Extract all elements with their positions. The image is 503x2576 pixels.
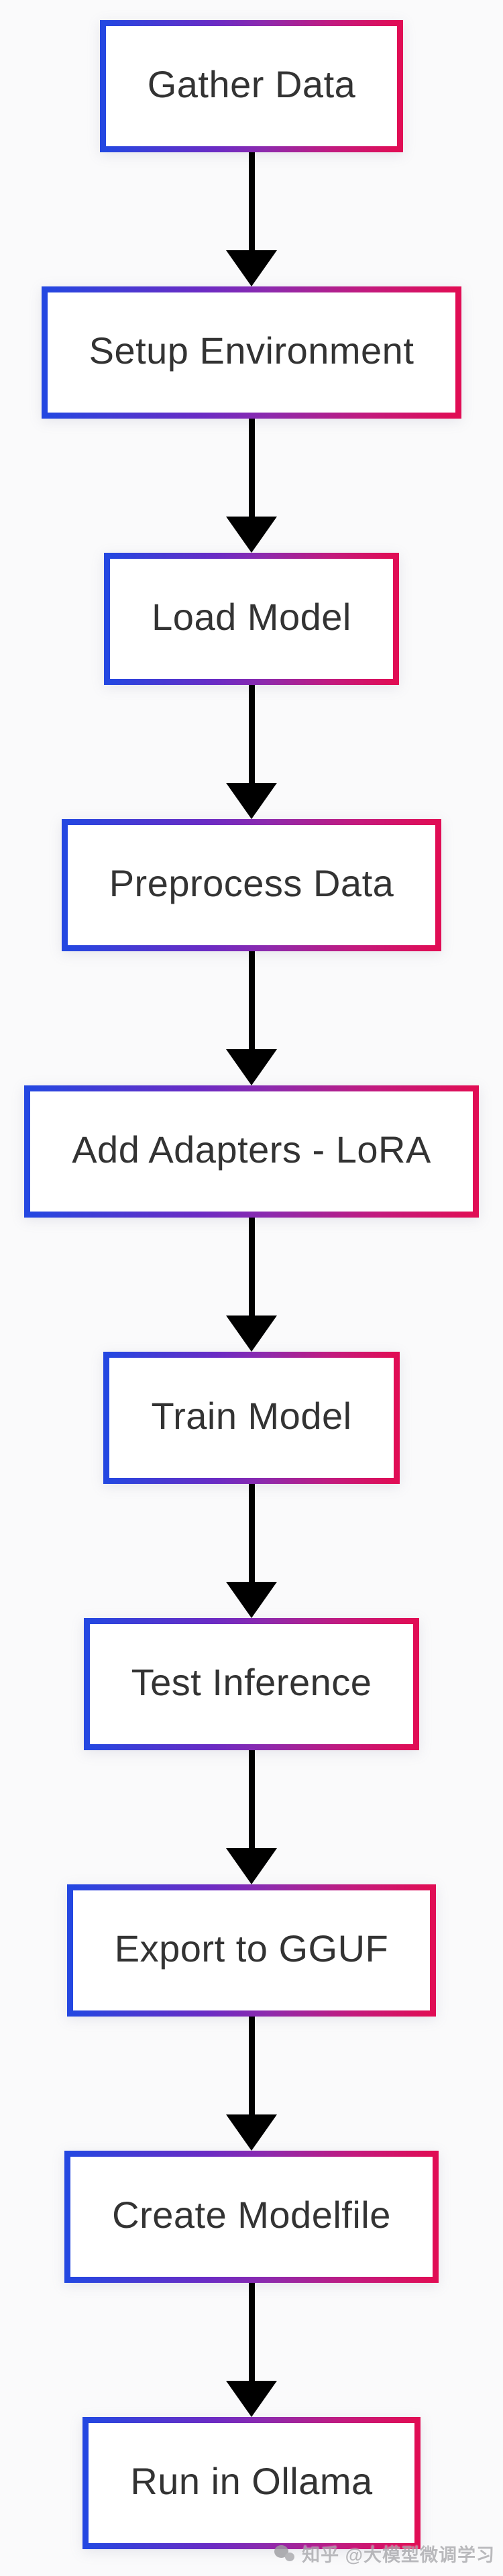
watermark: 知乎 @大模型微调学习 (274, 2540, 495, 2567)
watermark-text: 知乎 @大模型微调学习 (302, 2545, 495, 2565)
node-label: Load Model (152, 595, 351, 638)
node-preprocess-data: Preprocess Data (61, 819, 442, 951)
node-label: Test Inference (131, 1660, 372, 1703)
node-label: Run in Ollama (130, 2459, 373, 2502)
arrow-down-icon (226, 1218, 277, 1352)
node-label: Export to GGUF (114, 1927, 389, 1970)
arrowhead-icon (226, 2381, 277, 2417)
watermark-logo-icon (274, 2544, 297, 2564)
node-label: Setup Environment (89, 329, 414, 372)
arrowhead-icon (226, 1316, 277, 1352)
arrow-stem (248, 2283, 255, 2381)
node-export-to-gguf: Export to GGUF (66, 1884, 437, 2017)
node-setup-environment: Setup Environment (41, 286, 462, 419)
node-create-modelfile: Create Modelfile (64, 2151, 439, 2283)
arrow-stem (248, 685, 255, 784)
node-test-inference: Test Inference (83, 1618, 420, 1750)
arrow-down-icon (226, 685, 277, 819)
node-label: Train Model (151, 1394, 352, 1437)
arrow-stem (248, 152, 255, 251)
arrow-down-icon (226, 152, 277, 286)
node-run-in-ollama: Run in Ollama (82, 2417, 421, 2549)
arrow-stem (248, 2017, 255, 2115)
arrowhead-icon (226, 2114, 277, 2151)
arrow-stem (248, 419, 255, 517)
arrow-down-icon (226, 2017, 277, 2151)
arrowhead-icon (226, 1848, 277, 1884)
arrowhead-icon (226, 1582, 277, 1618)
arrow-down-icon (226, 951, 277, 1085)
arrow-down-icon (226, 1750, 277, 1884)
arrow-stem (248, 1750, 255, 1849)
arrowhead-icon (226, 783, 277, 819)
arrow-stem (248, 951, 255, 1050)
node-label: Gather Data (147, 62, 356, 105)
arrow-stem (248, 1484, 255, 1582)
node-gather-data: Gather Data (99, 20, 404, 152)
arrowhead-icon (226, 517, 277, 553)
arrowhead-icon (226, 1049, 277, 1085)
node-train-model: Train Model (103, 1352, 400, 1484)
arrow-down-icon (226, 419, 277, 553)
node-load-model: Load Model (104, 553, 399, 685)
arrowhead-icon (226, 250, 277, 286)
node-label: Preprocess Data (109, 861, 394, 904)
arrow-down-icon (226, 2283, 277, 2417)
arrow-down-icon (226, 1484, 277, 1618)
node-label: Add Adapters - LoRA (72, 1128, 431, 1171)
node-label: Create Modelfile (112, 2193, 391, 2236)
arrow-stem (248, 1218, 255, 1316)
node-add-adapters-lora: Add Adapters - LoRA (24, 1085, 479, 1218)
